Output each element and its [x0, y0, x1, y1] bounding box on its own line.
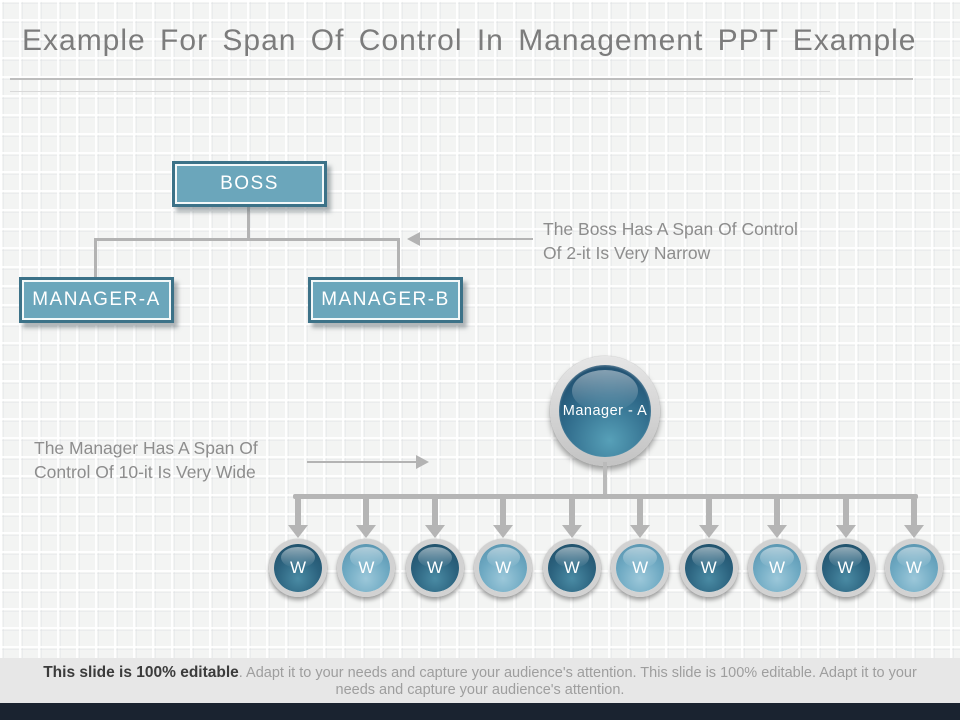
down-arrow-icon: [835, 525, 856, 538]
worker-circle: W: [611, 539, 670, 597]
manager-b-box: MANAGER-B: [308, 277, 463, 323]
worker-label: W: [563, 558, 580, 577]
worker-sphere: W: [889, 544, 938, 592]
manager-note: The Manager Has A Span Of Control Of 10-…: [34, 436, 258, 484]
worker-circle: W: [269, 539, 327, 597]
title-divider-secondary: [10, 91, 830, 92]
worker-arrow-shaft: [500, 499, 507, 525]
worker-arrow-shaft: [431, 499, 438, 525]
manager-note-line1: The Manager Has A Span Of: [34, 438, 258, 458]
down-arrow-icon: [493, 525, 514, 538]
worker-label: W: [632, 558, 649, 577]
worker-sphere: W: [342, 544, 391, 592]
worker-arrow-shaft: [910, 499, 917, 525]
worker-sphere: W: [410, 544, 459, 592]
worker-label: W: [837, 558, 854, 577]
down-arrow-icon: [288, 525, 308, 538]
worker-item: W: [745, 499, 809, 597]
worker-sphere: W: [821, 544, 870, 592]
boss-box: BOSS: [172, 161, 327, 207]
footer-normal-text: . Adapt it to your needs and capture you…: [238, 665, 917, 698]
footer-bar: This slide is 100% editable. Adapt it to…: [0, 658, 960, 703]
down-arrow-icon: [630, 525, 651, 538]
worker-circle: W: [542, 539, 601, 597]
worker-arrow-shaft: [774, 499, 781, 525]
boss-note: The Boss Has A Span Of Control Of 2-it I…: [543, 217, 798, 265]
worker-item: W: [677, 499, 741, 597]
worker-label: W: [905, 558, 922, 577]
worker-label: W: [495, 558, 512, 577]
down-arrow-icon: [903, 525, 924, 538]
connector-horizontal: [94, 238, 400, 241]
worker-label: W: [700, 558, 717, 577]
connector-manager-b-down: [397, 238, 400, 278]
down-arrow-icon: [356, 525, 377, 538]
worker-arrow-shaft: [637, 499, 644, 525]
manager-sphere: Manager - A: [559, 365, 651, 457]
boss-note-line2: Of 2-it Is Very Narrow: [543, 243, 711, 263]
down-arrow-icon: [561, 525, 582, 538]
boss-note-arrow-shaft: [418, 238, 533, 240]
worker-sphere: W: [274, 544, 322, 592]
worker-item: W: [814, 499, 878, 597]
manager-a-label: MANAGER-A: [32, 289, 161, 310]
worker-label: W: [426, 558, 443, 577]
worker-item: W: [471, 499, 535, 597]
manager-circle: Manager - A: [550, 356, 660, 466]
slide-title: Example For Span Of Control In Managemen…: [22, 24, 917, 57]
worker-sphere: W: [616, 544, 665, 592]
manager-b-label: MANAGER-B: [321, 289, 450, 310]
footer-text: This slide is 100% editable. Adapt it to…: [24, 664, 936, 698]
boss-note-line1: The Boss Has A Span Of Control: [543, 219, 798, 239]
worker-sphere: W: [684, 544, 733, 592]
worker-circle: W: [748, 539, 807, 597]
worker-item: W: [882, 499, 946, 597]
right-arrow-icon: [416, 455, 429, 469]
worker-arrow-shaft: [295, 499, 301, 525]
worker-item: W: [403, 499, 467, 597]
worker-arrow-shaft: [568, 499, 575, 525]
bottom-accent-strip: [0, 703, 960, 720]
manager-note-line2: Control Of 10-it Is Very Wide: [34, 462, 256, 482]
worker-sphere: W: [753, 544, 802, 592]
worker-item: W: [334, 499, 398, 597]
worker-circle: W: [474, 539, 533, 597]
connector-manager-a-down: [94, 238, 97, 278]
worker-circle: W: [816, 539, 875, 597]
distribution-line: [293, 494, 918, 499]
title-divider-primary: [10, 78, 913, 80]
worker-circle: W: [337, 539, 396, 597]
worker-item: W: [266, 499, 330, 597]
connector-boss-down: [247, 207, 250, 239]
worker-arrow-shaft: [842, 499, 849, 525]
worker-label: W: [358, 558, 375, 577]
footer-bold-text: This slide is 100% editable: [43, 664, 239, 681]
worker-sphere: W: [547, 544, 596, 592]
worker-item: W: [540, 499, 604, 597]
down-arrow-icon: [424, 525, 445, 538]
boss-label: BOSS: [220, 173, 279, 194]
worker-label: W: [769, 558, 786, 577]
manager-a-box: MANAGER-A: [19, 277, 174, 323]
worker-sphere: W: [479, 544, 528, 592]
workers-row: W W W: [266, 499, 946, 597]
worker-circle: W: [405, 539, 464, 597]
down-arrow-icon: [767, 525, 788, 538]
worker-circle: W: [884, 539, 943, 597]
worker-arrow-shaft: [363, 499, 370, 525]
worker-circle: W: [679, 539, 738, 597]
worker-arrow-shaft: [705, 499, 712, 525]
manager-note-arrow-shaft: [307, 461, 417, 463]
left-arrow-icon: [407, 232, 420, 246]
worker-item: W: [608, 499, 672, 597]
manager-stem: [603, 462, 607, 496]
manager-circle-label: Manager - A: [562, 403, 648, 419]
worker-label: W: [289, 558, 307, 577]
down-arrow-icon: [698, 525, 719, 538]
